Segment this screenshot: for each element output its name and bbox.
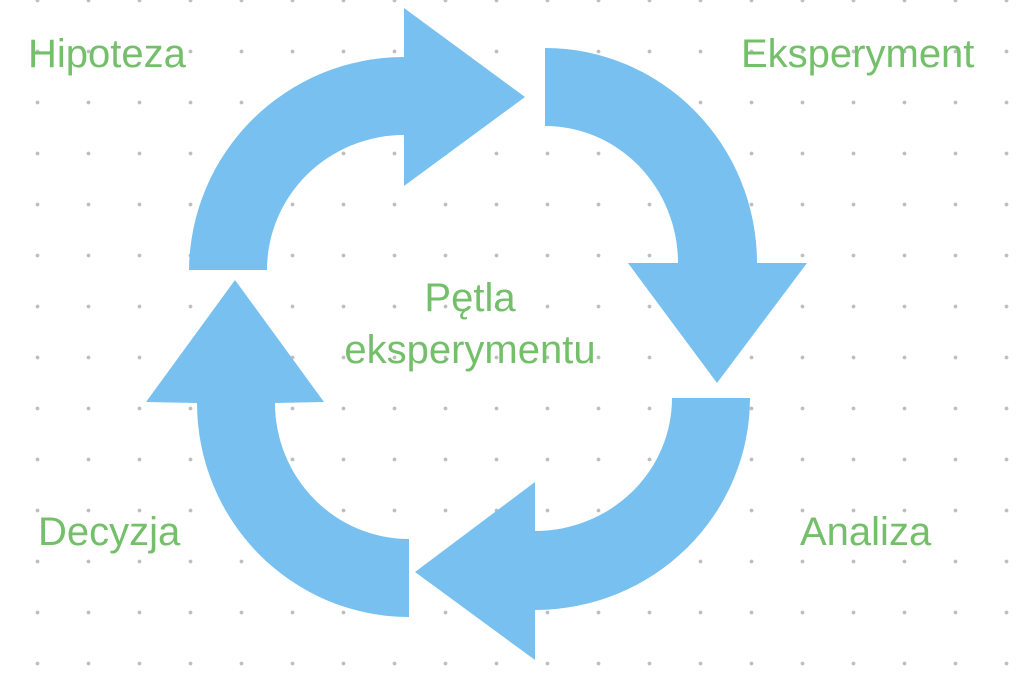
center-title: Pętla eksperymentu — [300, 272, 640, 376]
arrow-decyzja-to-hipoteza — [146, 280, 409, 617]
label-hipoteza: Hipoteza — [28, 32, 186, 76]
label-eksperyment: Eksperyment — [741, 32, 975, 76]
arrow-hipoteza-to-eksperyment — [189, 8, 525, 270]
arrow-eksperyment-to-analiza — [545, 48, 807, 383]
center-title-line2: eksperymentu — [344, 328, 596, 372]
label-analiza: Analiza — [800, 510, 932, 554]
arrow-analiza-to-decyzja — [415, 398, 750, 660]
center-title-line1: Pętla — [424, 276, 516, 320]
label-decyzja: Decyzja — [38, 510, 181, 554]
